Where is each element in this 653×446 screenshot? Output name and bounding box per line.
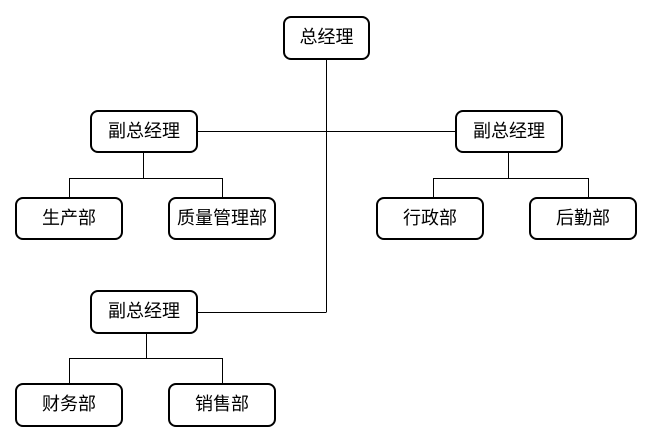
node-sales-dept: 销售部 xyxy=(168,383,276,427)
node-label: 销售部 xyxy=(195,394,249,415)
node-label: 副总经理 xyxy=(108,120,180,142)
node-label: 总经理 xyxy=(299,27,354,48)
node-label: 副总经理 xyxy=(473,120,545,142)
node-logistics-dept: 后勤部 xyxy=(529,197,637,240)
node-vp-left: 副总经理 xyxy=(90,110,198,153)
node-general-manager: 总经理 xyxy=(283,16,370,60)
node-production-dept: 生产部 xyxy=(15,197,123,240)
node-label: 生产部 xyxy=(42,207,96,229)
node-vp-bottom: 副总经理 xyxy=(90,290,198,334)
node-label: 行政部 xyxy=(403,207,457,229)
node-quality-dept: 质量管理部 xyxy=(168,197,276,240)
node-label: 财务部 xyxy=(42,394,96,415)
node-label: 质量管理部 xyxy=(177,207,267,229)
node-finance-dept: 财务部 xyxy=(15,383,123,427)
node-label: 副总经理 xyxy=(108,301,180,322)
node-label: 后勤部 xyxy=(556,207,610,229)
node-vp-right: 副总经理 xyxy=(455,110,563,153)
node-admin-dept: 行政部 xyxy=(376,197,484,240)
